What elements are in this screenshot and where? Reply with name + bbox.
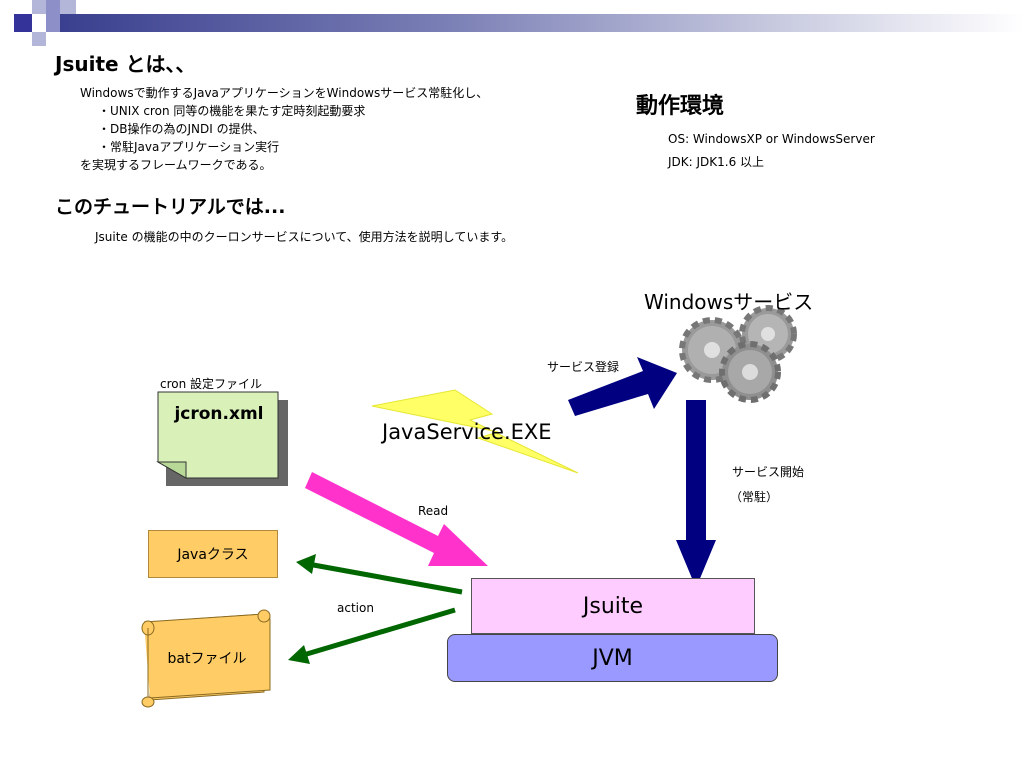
header-gradient-bar [60,14,1024,32]
service-register-arrow [568,357,677,416]
environment-details: OS: WindowsXP or WindowsServer JDK: JDK1… [668,130,875,176]
page-title: Jsuite とは、、 [55,52,196,76]
intro-bullet: ・常駐Javaアプリケーション実行 [98,140,280,154]
java-class-label: Javaクラス [177,547,249,563]
gears-icon [679,305,797,403]
intro-bullet: ・UNIX cron 同等の機能を果たす定時刻起動要求 [98,104,366,118]
action-arrow-bat [299,607,456,659]
service-register-label: サービス登録 [547,360,620,374]
jvm-box: JVM [447,634,778,682]
javaservice-label: JavaService.EXE [382,420,552,444]
tutorial-title: このチュートリアルでは... [55,196,286,218]
intro-line: Windowsで動作するJavaアプリケーションをWindowsサービス常駐化し… [80,86,489,100]
java-class-box: Javaクラス [148,530,278,578]
intro-bullet: ・DB操作の為のJNDI の提供、 [98,122,265,136]
resident-label: （常駐） [730,490,779,504]
jcron-file-label: jcron.xml [174,404,264,424]
note-icon [156,391,288,486]
scroll-icon [141,609,271,708]
environment-title: 動作環境 [636,94,725,119]
action-arrow-java [307,561,463,595]
environment-jdk: JDK: JDK1.6 以上 [668,155,765,169]
jsuite-label: Jsuite [582,593,644,619]
tutorial-description: Jsuite の機能の中のクーロンサービスについて、使用方法を説明しています。 [95,230,514,244]
jsuite-box: Jsuite [471,578,755,634]
environment-os: OS: WindowsXP or WindowsServer [668,132,875,146]
jvm-label: JVM [592,645,633,671]
read-arrow [305,472,488,566]
intro-text: Windowsで動作するJavaアプリケーションをWindowsサービス常駐化し… [80,84,488,174]
windows-service-label: Windowsサービス [644,290,814,314]
cron-config-label: cron 設定ファイル [160,377,263,391]
read-label: Read [418,504,449,518]
bat-file-label: batファイル [167,651,247,667]
service-start-label: サービス開始 [732,465,805,479]
intro-line-end: を実現するフレームワークである。 [80,158,272,172]
lightning-icon [371,389,579,474]
service-start-arrow [676,400,716,588]
action-label: action [337,601,374,615]
